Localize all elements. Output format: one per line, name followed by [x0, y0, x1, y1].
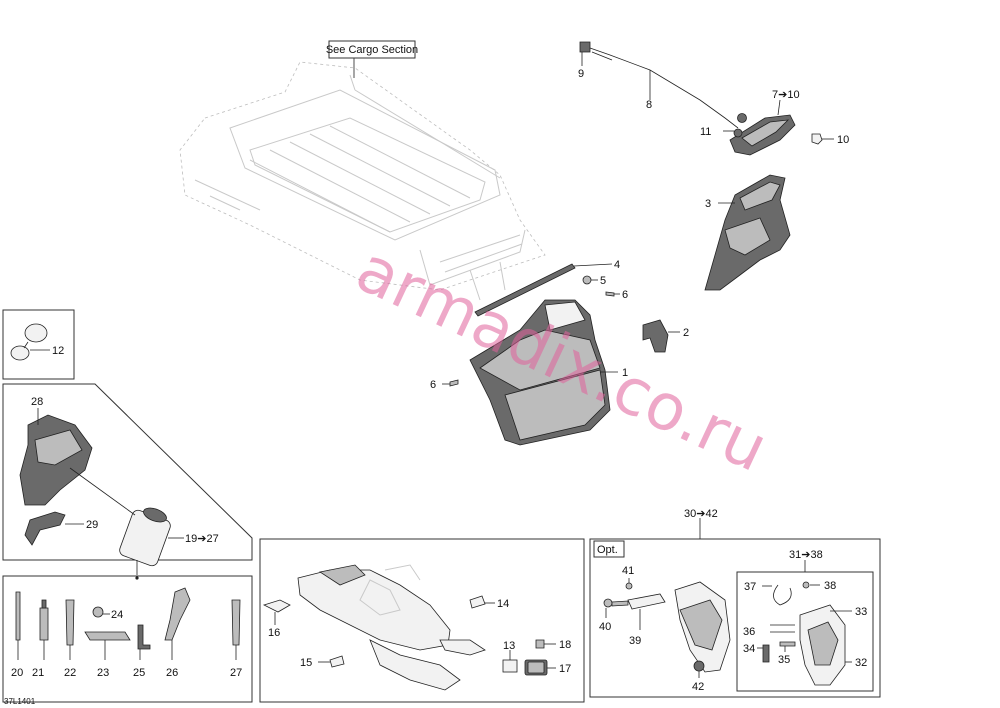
nut-11	[723, 113, 747, 138]
label-37: 37	[744, 581, 756, 593]
label-18: 18	[559, 639, 571, 651]
box-tool-kit: 28 29 19➔27	[2, 383, 253, 580]
box-hitch-components: 31➔38 37 38 32 33 36 34 35	[736, 549, 874, 692]
label-10: 10	[837, 134, 849, 146]
opt-tag: Opt.	[597, 544, 618, 556]
label-12: 12	[52, 345, 64, 357]
label-41: 41	[622, 565, 634, 577]
gasket-strip	[474, 263, 613, 317]
label-28: 28	[31, 396, 43, 408]
label-14: 14	[497, 598, 509, 610]
label-39: 39	[629, 635, 641, 647]
storage-bag	[469, 299, 618, 446]
label-26: 26	[166, 667, 178, 679]
label-32: 32	[855, 657, 867, 669]
label-16: 16	[268, 627, 280, 639]
label-38: 38	[824, 580, 836, 592]
label-31-38: 31➔38	[789, 549, 823, 561]
label-19-27: 19➔27	[185, 533, 219, 545]
label-40: 40	[599, 621, 611, 633]
box-snowmobile-decals: 16 14 15 13 17 18	[259, 538, 585, 703]
see-cargo-section-callout: See Cargo Section	[326, 40, 418, 59]
box-optional-hitch: 30➔42 Opt. 39 40 41 42	[589, 508, 881, 698]
screw-6a	[605, 291, 620, 297]
tail-light-housing-3	[704, 174, 791, 291]
bracket-2	[642, 319, 680, 353]
label-29: 29	[86, 519, 98, 531]
label-25: 25	[133, 667, 145, 679]
label-34: 34	[743, 643, 755, 655]
label-30-42: 30➔42	[684, 508, 718, 520]
label-27: 27	[230, 667, 242, 679]
label-22: 22	[64, 667, 76, 679]
tail-light-lens-7	[729, 99, 796, 156]
wiring-harness-8	[579, 41, 739, 129]
screw-6b	[442, 379, 459, 387]
label-9: 9	[578, 68, 584, 80]
box-mirror: 12	[2, 309, 75, 380]
svg-text:See Cargo Section: See Cargo Section	[326, 44, 418, 56]
label-2: 2	[683, 327, 689, 339]
label-11: 11	[700, 126, 711, 138]
label-36: 36	[743, 626, 755, 638]
label-1: 1	[622, 367, 628, 379]
box-tools: 20 21 22 24 23 25 26 27	[2, 575, 253, 703]
label-3: 3	[705, 198, 711, 210]
label-15: 15	[300, 657, 312, 669]
label-21: 21	[32, 667, 44, 679]
label-7-10: 7➔10	[772, 89, 800, 101]
label-4: 4	[614, 259, 620, 271]
cargo-rack-ghost	[179, 58, 546, 301]
washer-5	[582, 275, 598, 285]
label-13: 13	[503, 640, 515, 652]
label-5: 5	[600, 275, 606, 287]
label-23: 23	[97, 667, 109, 679]
label-33: 33	[855, 606, 867, 618]
label-6b: 6	[430, 379, 436, 391]
label-35: 35	[778, 654, 790, 666]
screw-10	[811, 133, 834, 145]
label-42: 42	[692, 681, 704, 693]
label-17: 17	[559, 663, 571, 675]
label-24: 24	[111, 609, 123, 621]
drawing-code: 37L1401	[4, 697, 36, 706]
label-6a: 6	[622, 289, 628, 301]
label-8: 8	[646, 99, 652, 111]
label-20: 20	[11, 667, 23, 679]
